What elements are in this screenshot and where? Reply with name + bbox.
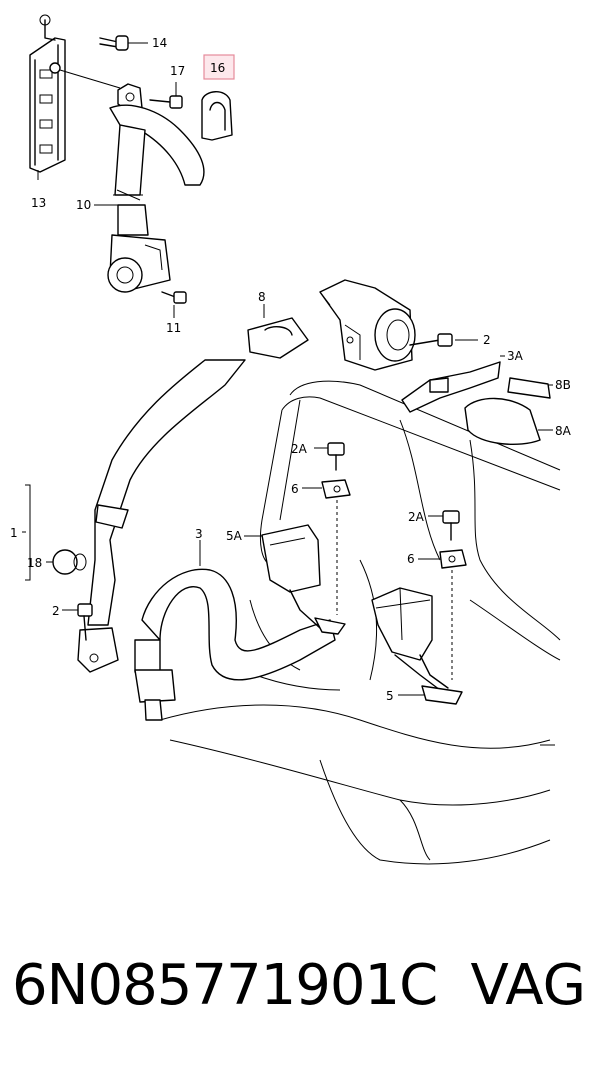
cap-part-18 <box>46 549 87 575</box>
callout-3: 3 <box>195 527 203 541</box>
callout-6-mid: 6 <box>291 482 299 496</box>
callout-10: 10 <box>76 198 91 212</box>
lap-belt-part-3 <box>134 540 336 721</box>
bolt-part-14 <box>99 35 148 51</box>
callout-2-right: 2 <box>483 333 491 347</box>
callout-11: 11 <box>166 321 181 335</box>
callout-3A: 3A <box>507 349 524 363</box>
seat-belt-exploded-diagram: 14 17 16 13 10 11 8 2 3A 8B 8A 1 2A 6 3 … <box>10 14 572 865</box>
bolt-and-spacer-right <box>418 510 467 680</box>
callout-8: 8 <box>258 290 266 304</box>
callout-6-right: 6 <box>407 552 415 566</box>
highlight-box-16 <box>203 54 235 80</box>
brand-label: VAG <box>470 953 586 1018</box>
callout-5: 5 <box>386 689 394 703</box>
cover-cap-part-16 <box>201 91 233 141</box>
callout-1: 1 <box>10 526 18 540</box>
callout-2-left: 2 <box>52 604 60 618</box>
callout-14: 14 <box>152 36 167 50</box>
callout-2A-right: 2A <box>408 510 425 524</box>
callout-18: 18 <box>27 556 42 570</box>
retractor-part-11 <box>107 234 187 318</box>
double-buckle-part-5 <box>371 587 463 705</box>
height-adjuster-part-13 <box>29 14 66 180</box>
upper-anchor-and-webbing <box>59 69 205 201</box>
part-number: 6N085771901C <box>12 953 438 1018</box>
buckle-part-5A <box>244 524 346 635</box>
rear-centre-retractor <box>319 279 553 445</box>
bolt-and-spacer-mid <box>302 442 351 615</box>
callout-17: 17 <box>170 64 185 78</box>
belt-guide-part-8 <box>247 304 309 359</box>
webbing-part-10 <box>94 204 149 236</box>
seat-belt-assembly-part-1 <box>22 359 246 673</box>
callout-8B: 8B <box>555 378 571 392</box>
callout-5A: 5A <box>226 529 243 543</box>
callout-13: 13 <box>31 196 46 210</box>
callout-16: 16 <box>210 61 225 75</box>
callout-2A-mid: 2A <box>291 442 308 456</box>
bolt-part-2-left <box>62 603 93 641</box>
callout-8A: 8A <box>555 424 572 438</box>
